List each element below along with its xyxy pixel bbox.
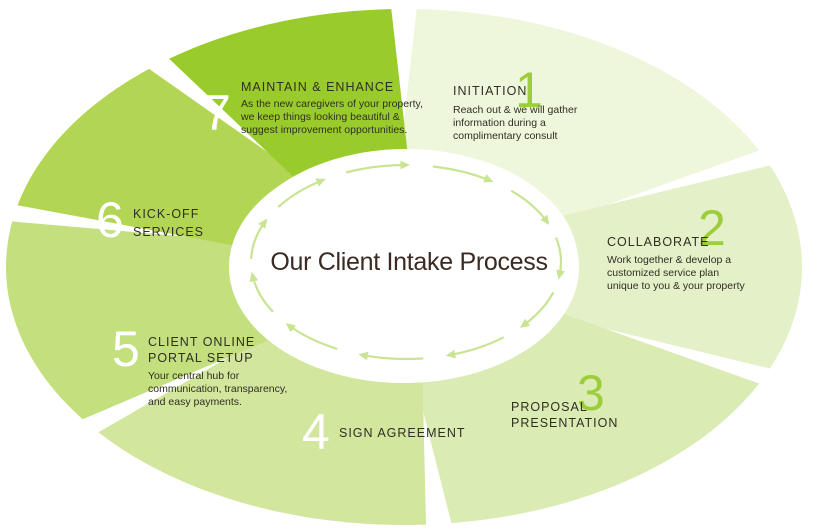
step-2-desc-line-1: Work together & develop a bbox=[607, 254, 731, 266]
cycle-arrow-head bbox=[445, 349, 456, 359]
step-5-number: 5 bbox=[112, 321, 140, 377]
cycle-arrow-head bbox=[285, 323, 296, 333]
step-5: 5 CLIENT ONLINE PORTAL SETUP Your centra… bbox=[112, 321, 287, 408]
segment-step-3 bbox=[415, 314, 760, 524]
step-5-heading-line-2: PORTAL SETUP bbox=[148, 351, 254, 365]
center-hub bbox=[234, 149, 578, 375]
segment-step-7 bbox=[169, 9, 408, 177]
step-4: 4 SIGN AGREEMENT bbox=[302, 404, 466, 460]
step-1-desc-line-1: Reach out & we will gather bbox=[453, 104, 578, 116]
cycle-arrow-head bbox=[358, 351, 369, 361]
step-5-desc-line-3: and easy payments. bbox=[148, 396, 242, 408]
segment-step-5 bbox=[6, 221, 269, 420]
segment-step-2 bbox=[561, 165, 802, 369]
step-1: 1 INITIATION Reach out & we will gather … bbox=[453, 62, 578, 142]
step-7-desc-line-2: we keep things looking beautiful & bbox=[240, 111, 400, 123]
step-2-heading: COLLABORATE bbox=[607, 235, 709, 249]
step-2-number: 2 bbox=[698, 200, 726, 256]
step-7-desc-line-1: As the new caregivers of your property, bbox=[241, 98, 423, 110]
step-5-heading-line-1: CLIENT ONLINE bbox=[148, 335, 255, 349]
step-7-number: 7 bbox=[203, 85, 231, 141]
cycle-arrow-head bbox=[540, 214, 550, 225]
step-3: 3 PROPOSAL PRESENTATION bbox=[511, 365, 618, 430]
step-3-heading-line-1: PROPOSAL bbox=[511, 400, 588, 414]
step-6-heading-line-1: KICK-OFF bbox=[133, 207, 199, 221]
step-7-heading: MAINTAIN & ENHANCE bbox=[241, 80, 394, 94]
cycle-arrow-head bbox=[556, 269, 565, 280]
cycle-arrow-head bbox=[249, 271, 259, 283]
segment-step-6 bbox=[17, 68, 299, 246]
step-6: 6 KICK-OFF SERVICES bbox=[96, 192, 204, 248]
cycle-arrow-head bbox=[315, 178, 326, 187]
step-1-heading: INITIATION bbox=[453, 84, 527, 98]
segment-step-1 bbox=[400, 9, 760, 220]
diagram-title: Our Client Intake Process bbox=[270, 248, 547, 276]
step-2: 2 COLLABORATE Work together & develop a … bbox=[607, 200, 746, 292]
cycle-arrow-head bbox=[258, 218, 268, 229]
step-4-number: 4 bbox=[302, 404, 330, 460]
cycle-arrow-head bbox=[400, 160, 410, 170]
step-4-heading: SIGN AGREEMENT bbox=[339, 426, 466, 440]
step-7-desc-line-3: suggest improvement opportunities. bbox=[241, 124, 407, 136]
step-1-desc-line-3: complimentary consult bbox=[453, 130, 558, 142]
step-5-desc-line-1: Your central hub for bbox=[148, 370, 240, 382]
cycle-arrows bbox=[249, 160, 565, 361]
step-1-desc-line-2: information during a bbox=[453, 117, 546, 129]
step-2-desc-line-2: customized service plan bbox=[607, 267, 719, 279]
step-7: 7 MAINTAIN & ENHANCE As the new caregive… bbox=[203, 80, 423, 141]
cycle-arrow-head bbox=[519, 318, 531, 328]
step-6-number: 6 bbox=[96, 192, 124, 248]
cycle-arrow-head bbox=[483, 174, 494, 183]
step-3-heading-line-2: PRESENTATION bbox=[511, 416, 618, 430]
step-6-heading-line-2: SERVICES bbox=[133, 225, 204, 239]
step-3-number: 3 bbox=[577, 365, 605, 421]
step-2-desc-line-3: unique to you & your property bbox=[607, 280, 746, 292]
step-5-desc-line-2: communication, transparency, bbox=[148, 383, 287, 395]
segment-step-4 bbox=[98, 336, 427, 525]
step-1-number: 1 bbox=[515, 62, 543, 118]
